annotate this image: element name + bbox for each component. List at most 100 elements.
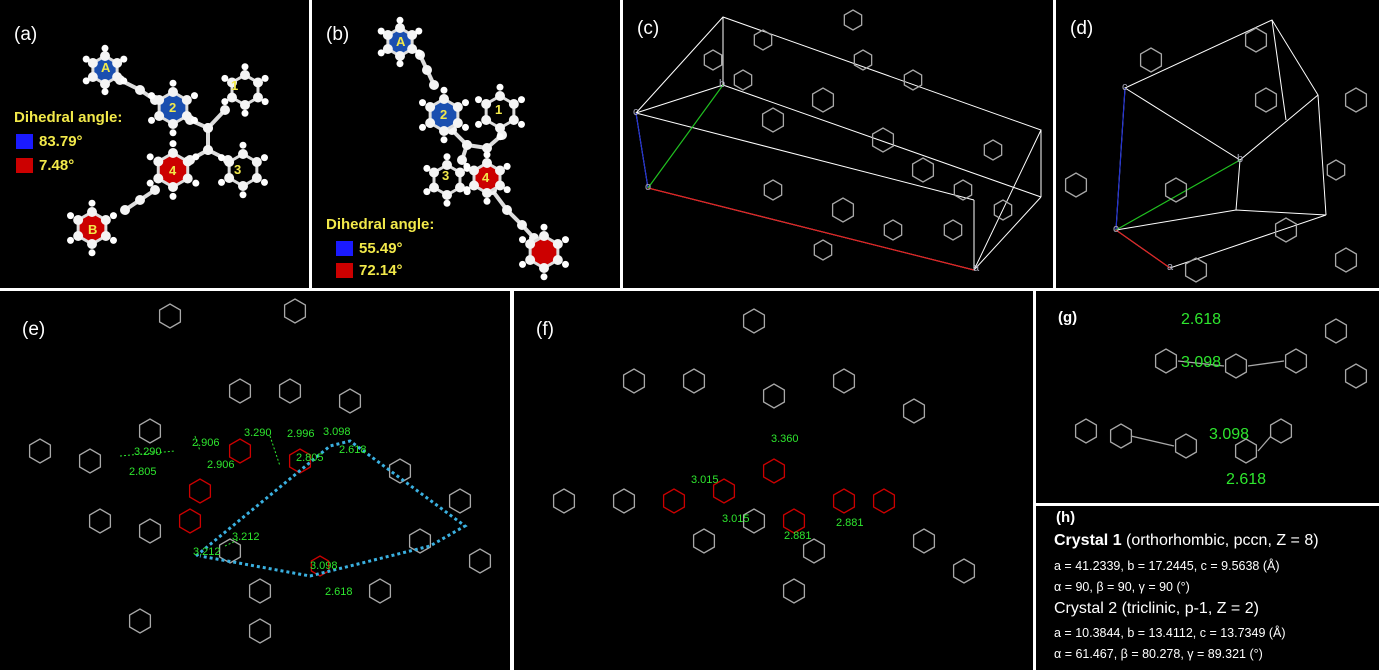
atom bbox=[73, 215, 84, 225]
angle-value: 83.79° bbox=[39, 133, 83, 150]
atom bbox=[112, 58, 123, 68]
hydrogen-atom bbox=[461, 99, 469, 107]
wire-ring bbox=[408, 528, 432, 554]
atom bbox=[168, 119, 178, 129]
wire-ring bbox=[662, 488, 686, 514]
hydrogen-atom bbox=[377, 27, 385, 35]
panel-label: (h) bbox=[1056, 509, 1076, 526]
contact-line bbox=[269, 435, 281, 467]
wire-ring bbox=[853, 49, 873, 71]
atom bbox=[168, 148, 178, 158]
atom bbox=[508, 115, 519, 125]
hydrogen-atom bbox=[260, 154, 268, 162]
blue-swatch bbox=[336, 241, 353, 256]
atom bbox=[482, 188, 492, 198]
hydrogen-atom bbox=[483, 151, 491, 159]
atom bbox=[482, 158, 492, 168]
bond bbox=[490, 188, 536, 240]
atom bbox=[495, 123, 505, 133]
panel-label: (f) bbox=[536, 319, 554, 340]
hydrogen-atom bbox=[440, 86, 448, 94]
legend-blue: 55.49° bbox=[336, 240, 403, 257]
hydrogen-atom bbox=[218, 178, 226, 186]
hydrogen-atom bbox=[82, 55, 90, 63]
hydrogen-atom bbox=[415, 49, 423, 57]
atom bbox=[429, 182, 440, 193]
atom bbox=[153, 173, 164, 184]
atom bbox=[552, 239, 563, 249]
wire-ring bbox=[228, 438, 252, 464]
red-swatch bbox=[336, 263, 353, 278]
contact-line bbox=[194, 435, 201, 452]
atom bbox=[517, 220, 527, 230]
hydrogen-atom bbox=[475, 96, 483, 104]
hydrogen-atom bbox=[443, 199, 451, 207]
atom bbox=[73, 231, 84, 241]
axis-label-c: c bbox=[633, 106, 639, 118]
panel-h-crystal-data: (h) Crystal 1 (orthorhombic, pccn, Z = 8… bbox=[1036, 506, 1379, 670]
wire-ring bbox=[1254, 87, 1278, 113]
hydrogen-atom bbox=[440, 136, 448, 144]
atom bbox=[203, 145, 213, 155]
wire-ring bbox=[742, 508, 766, 534]
wire-ring bbox=[1334, 247, 1358, 273]
atom bbox=[181, 95, 192, 105]
atom bbox=[525, 255, 536, 265]
wire-ring bbox=[188, 478, 212, 504]
distance-label: 2.996 bbox=[287, 428, 315, 440]
wire-ring bbox=[692, 528, 716, 554]
atom bbox=[469, 180, 480, 191]
atom bbox=[454, 167, 465, 178]
atom bbox=[429, 80, 439, 90]
red-swatch bbox=[16, 158, 33, 173]
hydrogen-atom bbox=[88, 249, 96, 257]
atom bbox=[252, 92, 263, 103]
hydrogen-atom bbox=[239, 191, 247, 199]
crystal-2-cell: a = 10.3844, b = 13.4112, c = 13.7349 (Å… bbox=[1054, 626, 1286, 640]
angle-value: 72.14° bbox=[359, 262, 403, 279]
wire-ring bbox=[753, 29, 773, 51]
intermolecular-contacts-e bbox=[28, 298, 492, 644]
atom bbox=[154, 95, 165, 105]
atom bbox=[251, 173, 262, 183]
atom bbox=[153, 156, 164, 167]
atom bbox=[181, 111, 192, 121]
wire-ring bbox=[883, 219, 903, 241]
atom bbox=[168, 182, 178, 192]
hydrogen-atom bbox=[461, 123, 469, 131]
wire-bond bbox=[1257, 435, 1272, 452]
wire-ring bbox=[1344, 363, 1368, 389]
ring-label: B bbox=[88, 222, 98, 237]
hydrogen-atom bbox=[192, 179, 200, 187]
wire-ring bbox=[762, 458, 786, 484]
hydrogen-atom bbox=[120, 55, 128, 63]
distance-label: 2.881 bbox=[836, 517, 864, 529]
wire-ring bbox=[158, 303, 182, 329]
atom bbox=[100, 51, 110, 61]
atom bbox=[227, 77, 238, 88]
crystal-1-cell: a = 41.2339, b = 17.2445, c = 9.5638 (Å) bbox=[1054, 559, 1280, 573]
wire-ring bbox=[128, 608, 152, 634]
hydrogen-atom bbox=[519, 260, 527, 268]
panel-label: (b) bbox=[326, 24, 350, 45]
hydrogen-atom bbox=[561, 260, 569, 268]
axis-label-a: a bbox=[973, 262, 980, 274]
atom bbox=[87, 239, 97, 249]
distance-label: 2.906 bbox=[192, 437, 220, 449]
hydrogen-atom bbox=[496, 83, 504, 91]
molecule-ball-stick-b bbox=[377, 16, 569, 281]
contact-line bbox=[224, 538, 241, 547]
ring-label: 2 bbox=[440, 107, 448, 122]
atom bbox=[182, 173, 193, 184]
atom bbox=[135, 85, 145, 95]
wire-ring bbox=[993, 199, 1013, 221]
atom bbox=[462, 140, 472, 150]
distance-label: 3.290 bbox=[244, 427, 272, 439]
panel-e: (e) 3.290 2.906 2.906 2.805 3.290 2.996 … bbox=[0, 291, 510, 670]
panel-b: (b) A 2 1 3 4 Dihedral angle: 55.49° 72.… bbox=[312, 0, 620, 288]
distance-label: 3.098 bbox=[323, 426, 351, 438]
atom bbox=[442, 190, 452, 200]
wire-ring bbox=[831, 197, 855, 223]
atom bbox=[407, 30, 418, 40]
wire-ring bbox=[1184, 257, 1208, 283]
